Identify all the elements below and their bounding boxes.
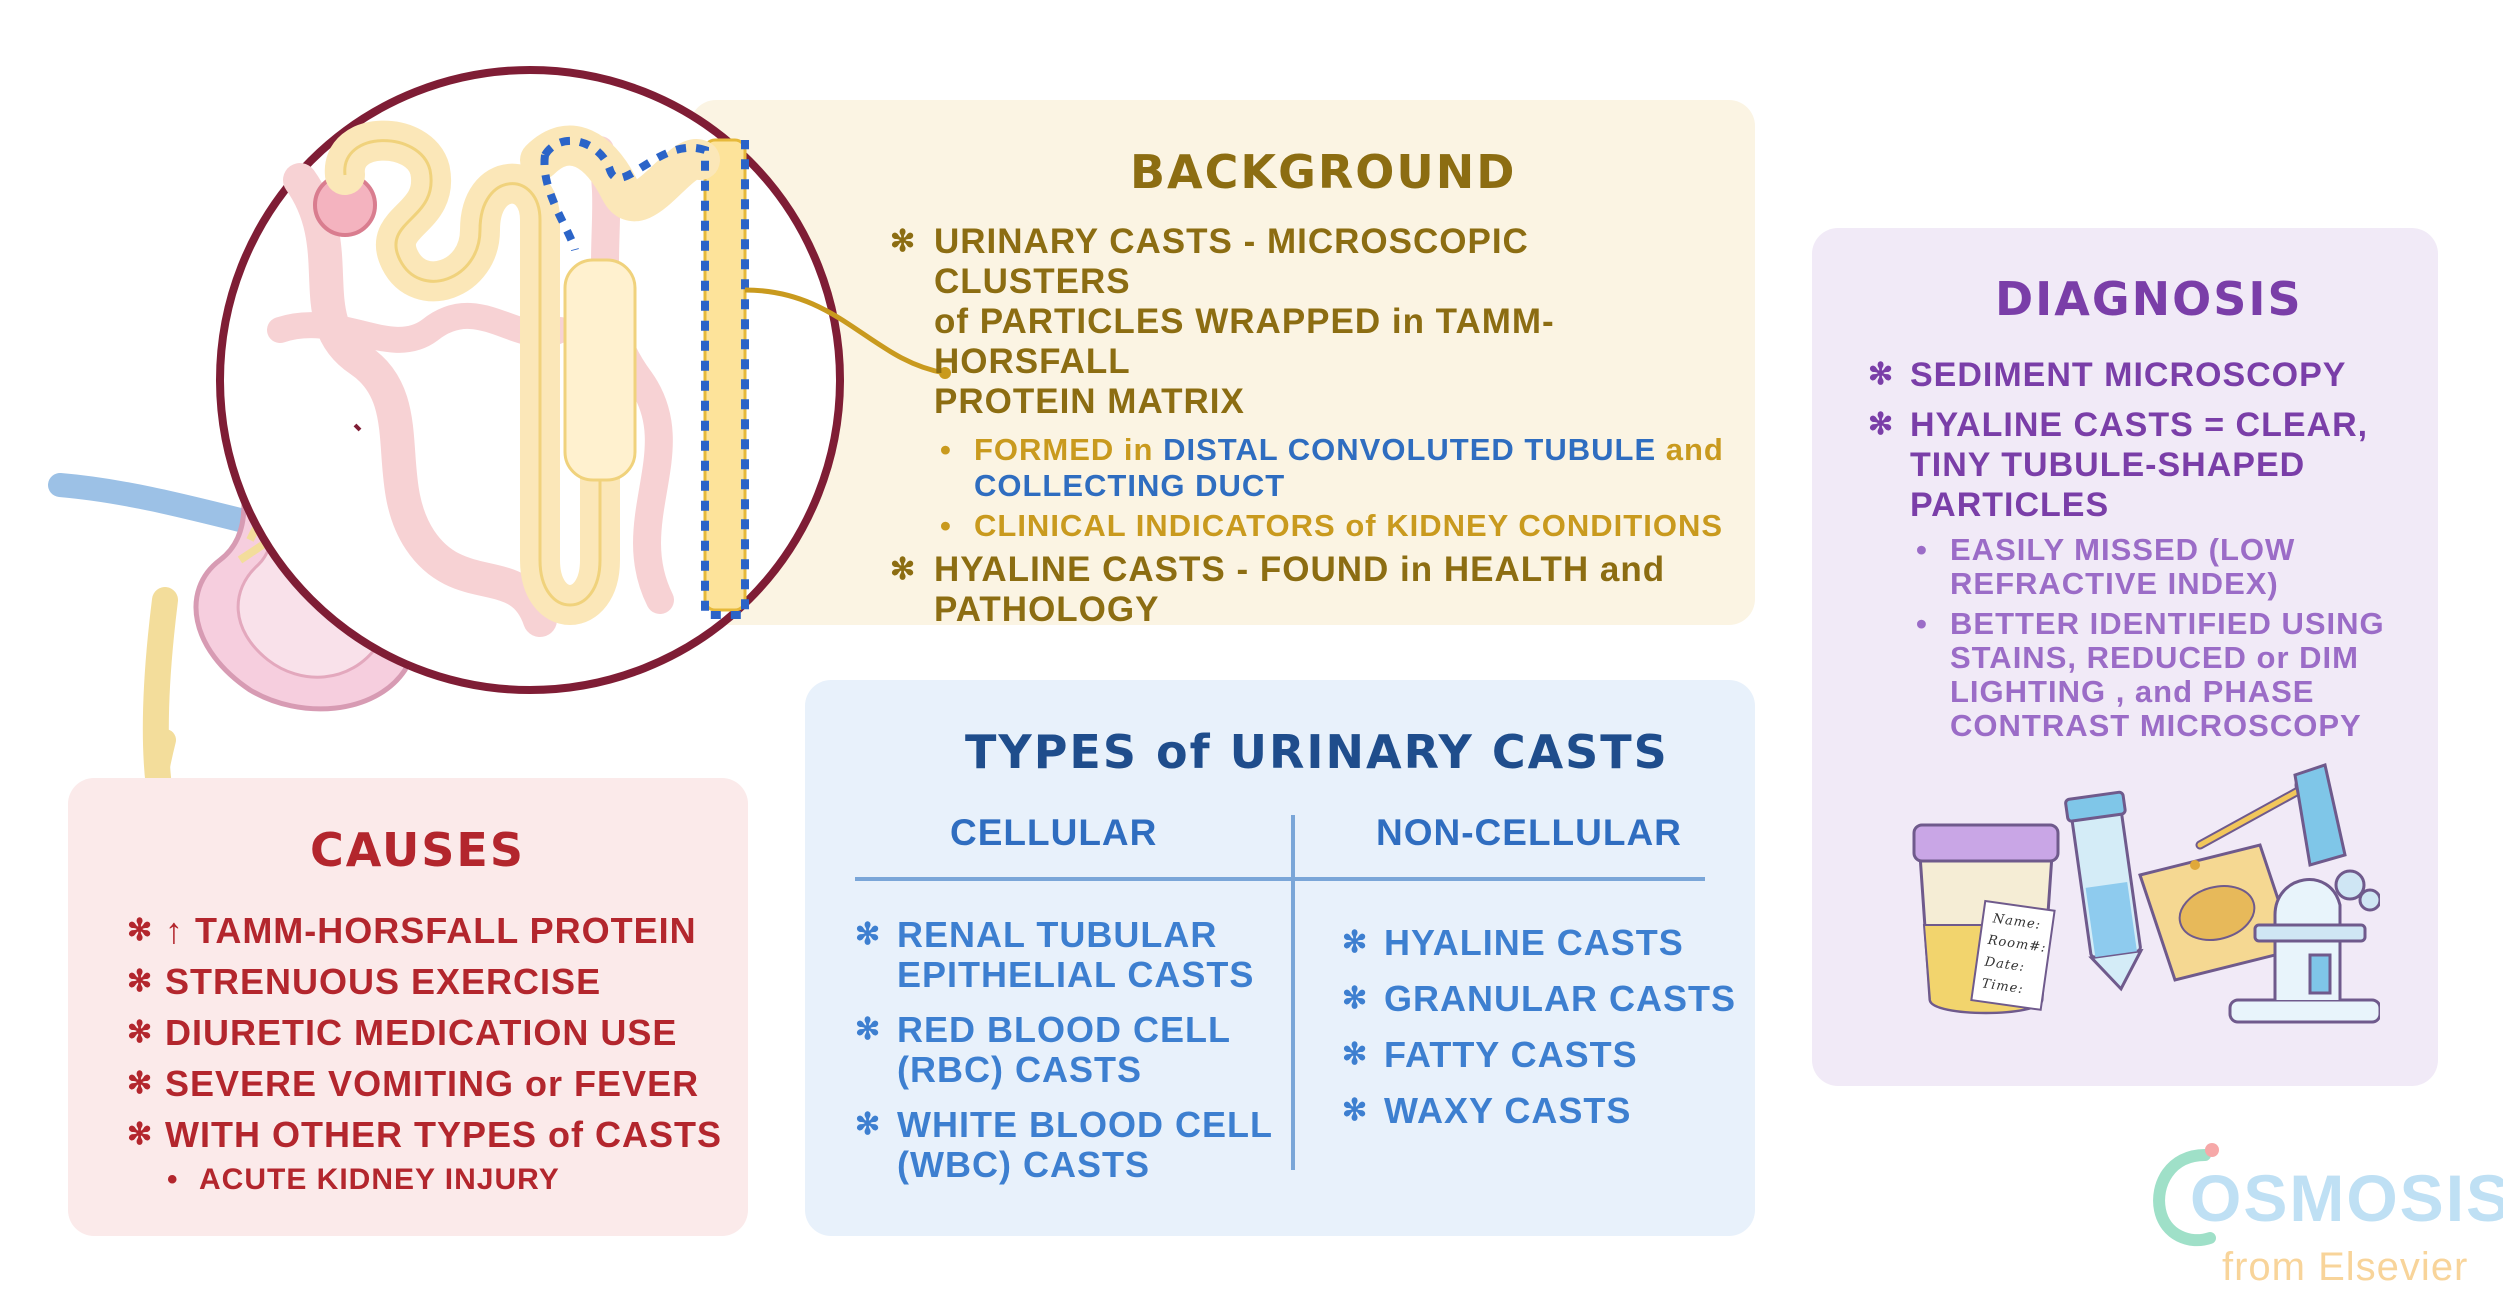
- asterisk-icon: ✻: [127, 1016, 154, 1049]
- sub-item-clinical: • CLINICAL INDICATORS of KIDNEY CONDITIO…: [940, 508, 1724, 543]
- osmosis-logo-text: OSMOSIS: [2190, 1161, 2503, 1235]
- asterisk-icon: ✻: [1342, 926, 1369, 959]
- asterisk-icon: ✻: [127, 1118, 154, 1151]
- asterisk-icon: ✻: [1342, 1038, 1369, 1071]
- background-sublist: • FORMED in DISTAL CONVOLUTED TUBULE and…: [934, 432, 1730, 544]
- asterisk-icon: ✻: [127, 965, 154, 998]
- noncellular-item: ✻ HYALINE CASTS: [1342, 915, 1742, 971]
- cause-item: ✻ ↑ TAMM-HORSFALL PROTEIN: [127, 905, 737, 956]
- cellular-item: ✻ RED BLOOD CELL(RBC) CASTS: [855, 1009, 1231, 1090]
- noncellular-item: ✻ FATTY CASTS: [1342, 1027, 1742, 1083]
- cause-item: ✻ WITH OTHER TYPES of CASTS: [127, 1109, 737, 1160]
- asterisk-icon: ✻: [1868, 358, 1895, 391]
- asterisk-icon: ✻: [855, 1108, 882, 1141]
- asterisk-icon: ✻: [1342, 982, 1369, 1015]
- bullet-icon: •: [940, 508, 952, 543]
- asterisk-icon: ✻: [1342, 1094, 1369, 1127]
- svg-text:Date:: Date:: [1983, 954, 2026, 975]
- diagnosis-title: DIAGNOSIS: [1995, 272, 2303, 326]
- types-vertical-divider: [1291, 815, 1295, 1170]
- sub-item-easily-missed: • EASILY MISSED (LOW REFRACTIVE INDEX): [1916, 532, 2296, 601]
- microscope-icon: [2228, 763, 2380, 1024]
- col-header-cellular: CELLULAR: [950, 812, 1158, 853]
- svg-text:Time:: Time:: [1981, 976, 2025, 997]
- sub-item-better-identified: • BETTER IDENTIFIED USING STAINS, REDUCE…: [1916, 606, 2385, 743]
- diagnosis-item-hyaline: ✻ HYALINE CASTS = CLEAR, TINY TUBULE-SHA…: [1868, 406, 2369, 524]
- bullet-icon: •: [940, 432, 952, 467]
- types-panel: [805, 680, 1755, 1236]
- background-item-urinary-casts: ✻ URINARY CASTS - MICROSCOPIC CLUSTERS o…: [890, 222, 1555, 421]
- diagnosis-sublist: • EASILY MISSED (LOW REFRACTIVE INDEX) •…: [1910, 533, 2428, 743]
- asterisk-icon: ✻: [127, 1067, 154, 1100]
- osmosis-logo-subtext: from Elsevier: [2222, 1245, 2469, 1289]
- asterisk-icon: ✻: [855, 1013, 882, 1046]
- bullet-icon: •: [1916, 606, 1928, 641]
- causes-title: CAUSES: [310, 823, 525, 877]
- background-item-hyaline: ✻ HYALINE CASTS - FOUND in HEALTH and PA…: [890, 550, 1666, 629]
- diagnosis-list: ✻ SEDIMENT MICROSCOPY ✻ HYALINE CASTS = …: [1868, 355, 2428, 745]
- nephron-icon: [267, 120, 951, 637]
- asterisk-icon: ✻: [127, 914, 154, 947]
- cause-item: ✻ STRENUOUS EXERCISE: [127, 956, 737, 1007]
- cause-item: ✻ DIURETIC MEDICATION USE: [127, 1007, 737, 1058]
- asterisk-icon: ✻: [890, 225, 917, 258]
- bold-term: URINARY CASTS: [934, 222, 1233, 261]
- lab-equipment-illustration: Name: Room#: Date: Time:: [1912, 763, 2380, 1024]
- background-list: ✻ URINARY CASTS - MICROSCOPIC CLUSTERS o…: [890, 222, 1730, 630]
- col-header-noncellular: NON-CELLULAR: [1376, 812, 1682, 853]
- asterisk-icon: ✻: [855, 918, 882, 951]
- bullet-icon: •: [1916, 532, 1928, 567]
- background-title: BACKGROUND: [1130, 145, 1517, 199]
- cause-item: ✻ SEVERE VOMITING or FEVER: [127, 1058, 737, 1109]
- types-title: TYPES of URINARY CASTS: [965, 725, 1669, 779]
- causes-list: ✻ ↑ TAMM-HORSFALL PROTEIN ✻ STRENUOUS EX…: [127, 905, 737, 1200]
- noncellular-item: ✻ GRANULAR CASTS: [1342, 971, 1742, 1027]
- bullet-icon: •: [167, 1163, 179, 1196]
- cellular-item: ✻ WHITE BLOOD CELL(WBC) CASTS: [855, 1104, 1273, 1185]
- osmosis-logo-mark: [2153, 1143, 2219, 1247]
- types-horizontal-divider: [855, 877, 1705, 881]
- noncellular-item: ✻ WAXY CASTS: [1342, 1083, 1742, 1139]
- causes-panel: [68, 778, 748, 1236]
- asterisk-icon: ✻: [890, 553, 917, 586]
- diagnosis-item-sediment: ✻ SEDIMENT MICROSCOPY: [1868, 356, 2347, 394]
- svg-text:Name:: Name:: [1991, 911, 2042, 933]
- asterisk-icon: ✻: [1868, 408, 1895, 441]
- sub-item-formed: • FORMED in DISTAL CONVOLUTED TUBULE and…: [940, 432, 1724, 503]
- specimen-cup-icon: Name: Room#: Date: Time:: [1912, 823, 2060, 1015]
- cause-sub-item: • ACUTE KIDNEY INJURY: [127, 1160, 737, 1200]
- test-tube-icon: [2064, 790, 2144, 992]
- noncellular-list: ✻ HYALINE CASTS ✻ GRANULAR CASTS ✻ FATTY…: [1342, 915, 1742, 1139]
